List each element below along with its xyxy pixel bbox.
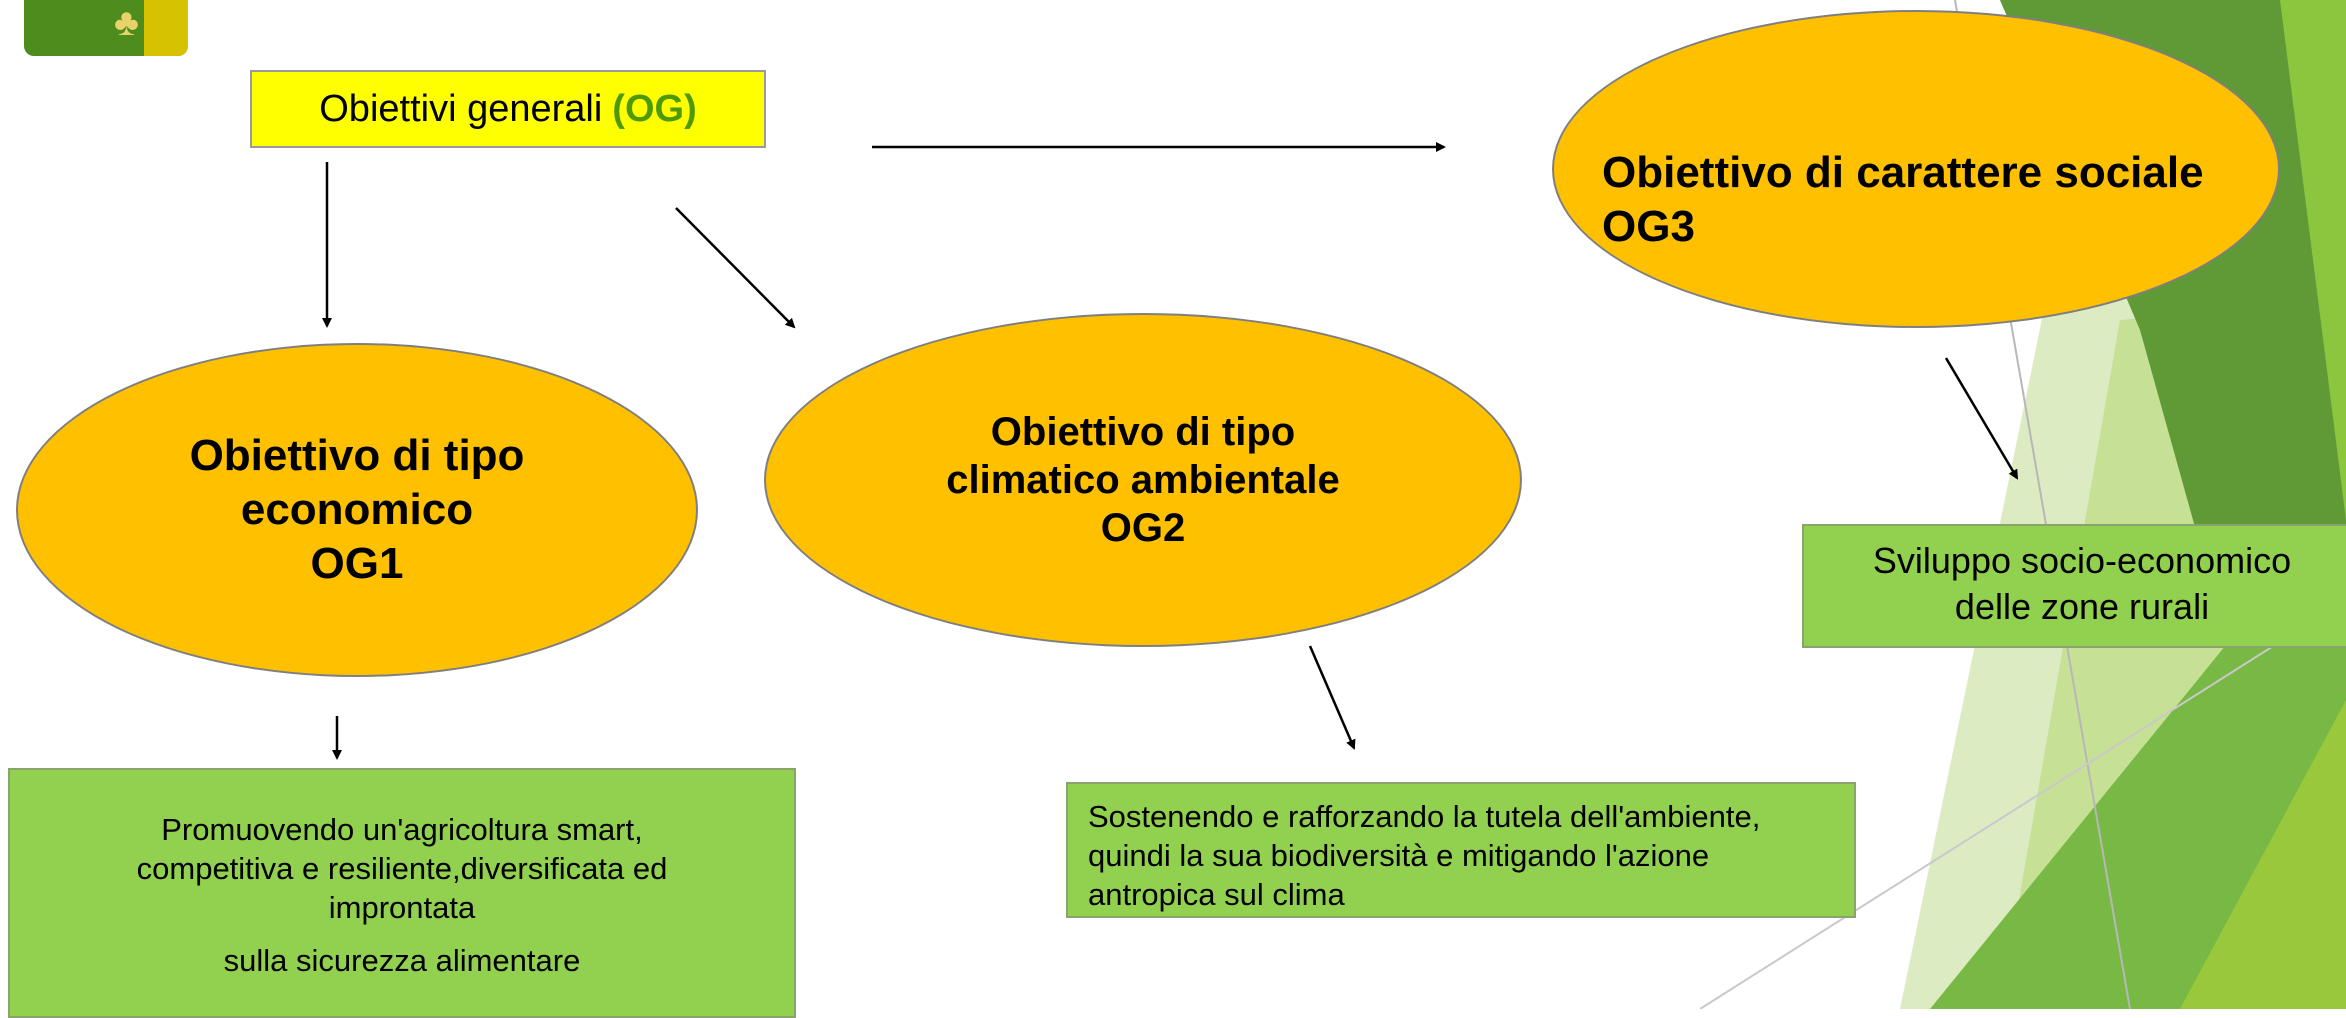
outcome-og2-text: Sostenendo e rafforzando la tutela dell'… (1088, 797, 1834, 914)
objective-og1-ellipse: Obiettivo di tipo economico OG1 (16, 343, 698, 677)
outcome-og2-box: Sostenendo e rafforzando la tutela dell'… (1066, 782, 1856, 918)
arrow-og2-to-outcome (1308, 645, 1356, 750)
logo: ♣ (24, 0, 188, 56)
objective-og3-ellipse: Obiettivo di carattere sociale OG3 (1552, 10, 2280, 328)
tree-icon: ♣ (114, 2, 139, 44)
objective-og2-ellipse: Obiettivo di tipo climatico ambientale O… (764, 313, 1522, 647)
objective-og1-line: Obiettivo di tipo (189, 431, 525, 480)
outcome-og2-line: Sostenendo e rafforzando la tutela dell'… (1088, 799, 1761, 834)
outcome-og3-line: Sviluppo socio-economico (1872, 540, 2292, 581)
title-code-text: (OG) (612, 87, 697, 130)
outcome-og1-line: competitiva e resiliente,diversificata e… (136, 851, 668, 886)
objective-og2-text: Obiettivo di tipo climatico ambientale O… (946, 408, 1339, 552)
title-main-text: Obiettivi generali (319, 87, 603, 130)
objective-og2-line: Obiettivo di tipo (990, 410, 1296, 454)
arrow-to-og2 (675, 207, 796, 329)
objective-og3-text: Obiettivo di carattere sociale OG3 (1602, 146, 2204, 254)
outcome-og1-last-line: sulla sicurezza alimentare (223, 943, 581, 978)
objective-og3-code: OG3 (1602, 202, 1695, 251)
outcome-og2-line: antropica sul clima (1088, 877, 1345, 912)
outcome-og2-line: quindi la sua biodiversità e mitigando l… (1088, 838, 1710, 873)
arrow-og3-to-outcome (1944, 357, 2019, 480)
deco-line (1699, 599, 2346, 1009)
outcome-og1-text: Promuovendo un'agricoltura smart, compet… (10, 810, 794, 980)
objective-og1-text: Obiettivo di tipo economico OG1 (190, 429, 525, 591)
objective-og3-line: Obiettivo di carattere sociale (1602, 148, 2204, 197)
outcome-og3-box: Sviluppo socio-economico delle zone rura… (1802, 524, 2346, 648)
general-objectives-title: Obiettivi generali (OG) (250, 70, 766, 148)
outcome-og3-line: delle zone rurali (1954, 586, 2210, 627)
objective-og1-code: OG1 (310, 539, 404, 588)
deco-shape-bright (2280, 0, 2346, 520)
deco-shape-lime (2180, 700, 2346, 1009)
outcome-og1-line: Promuovendo un'agricoltura smart, (161, 812, 643, 847)
logo-sun-shape (144, 0, 188, 56)
objective-og1-line: economico (240, 485, 474, 534)
objective-og2-code: OG2 (1100, 506, 1186, 550)
outcome-og1-line: improntata (328, 890, 476, 925)
outcome-og3-text: Sviluppo socio-economico delle zone rura… (1804, 538, 2346, 630)
objective-og2-line: climatico ambientale (946, 458, 1340, 502)
outcome-og1-box: Promuovendo un'agricoltura smart, compet… (8, 768, 796, 1018)
